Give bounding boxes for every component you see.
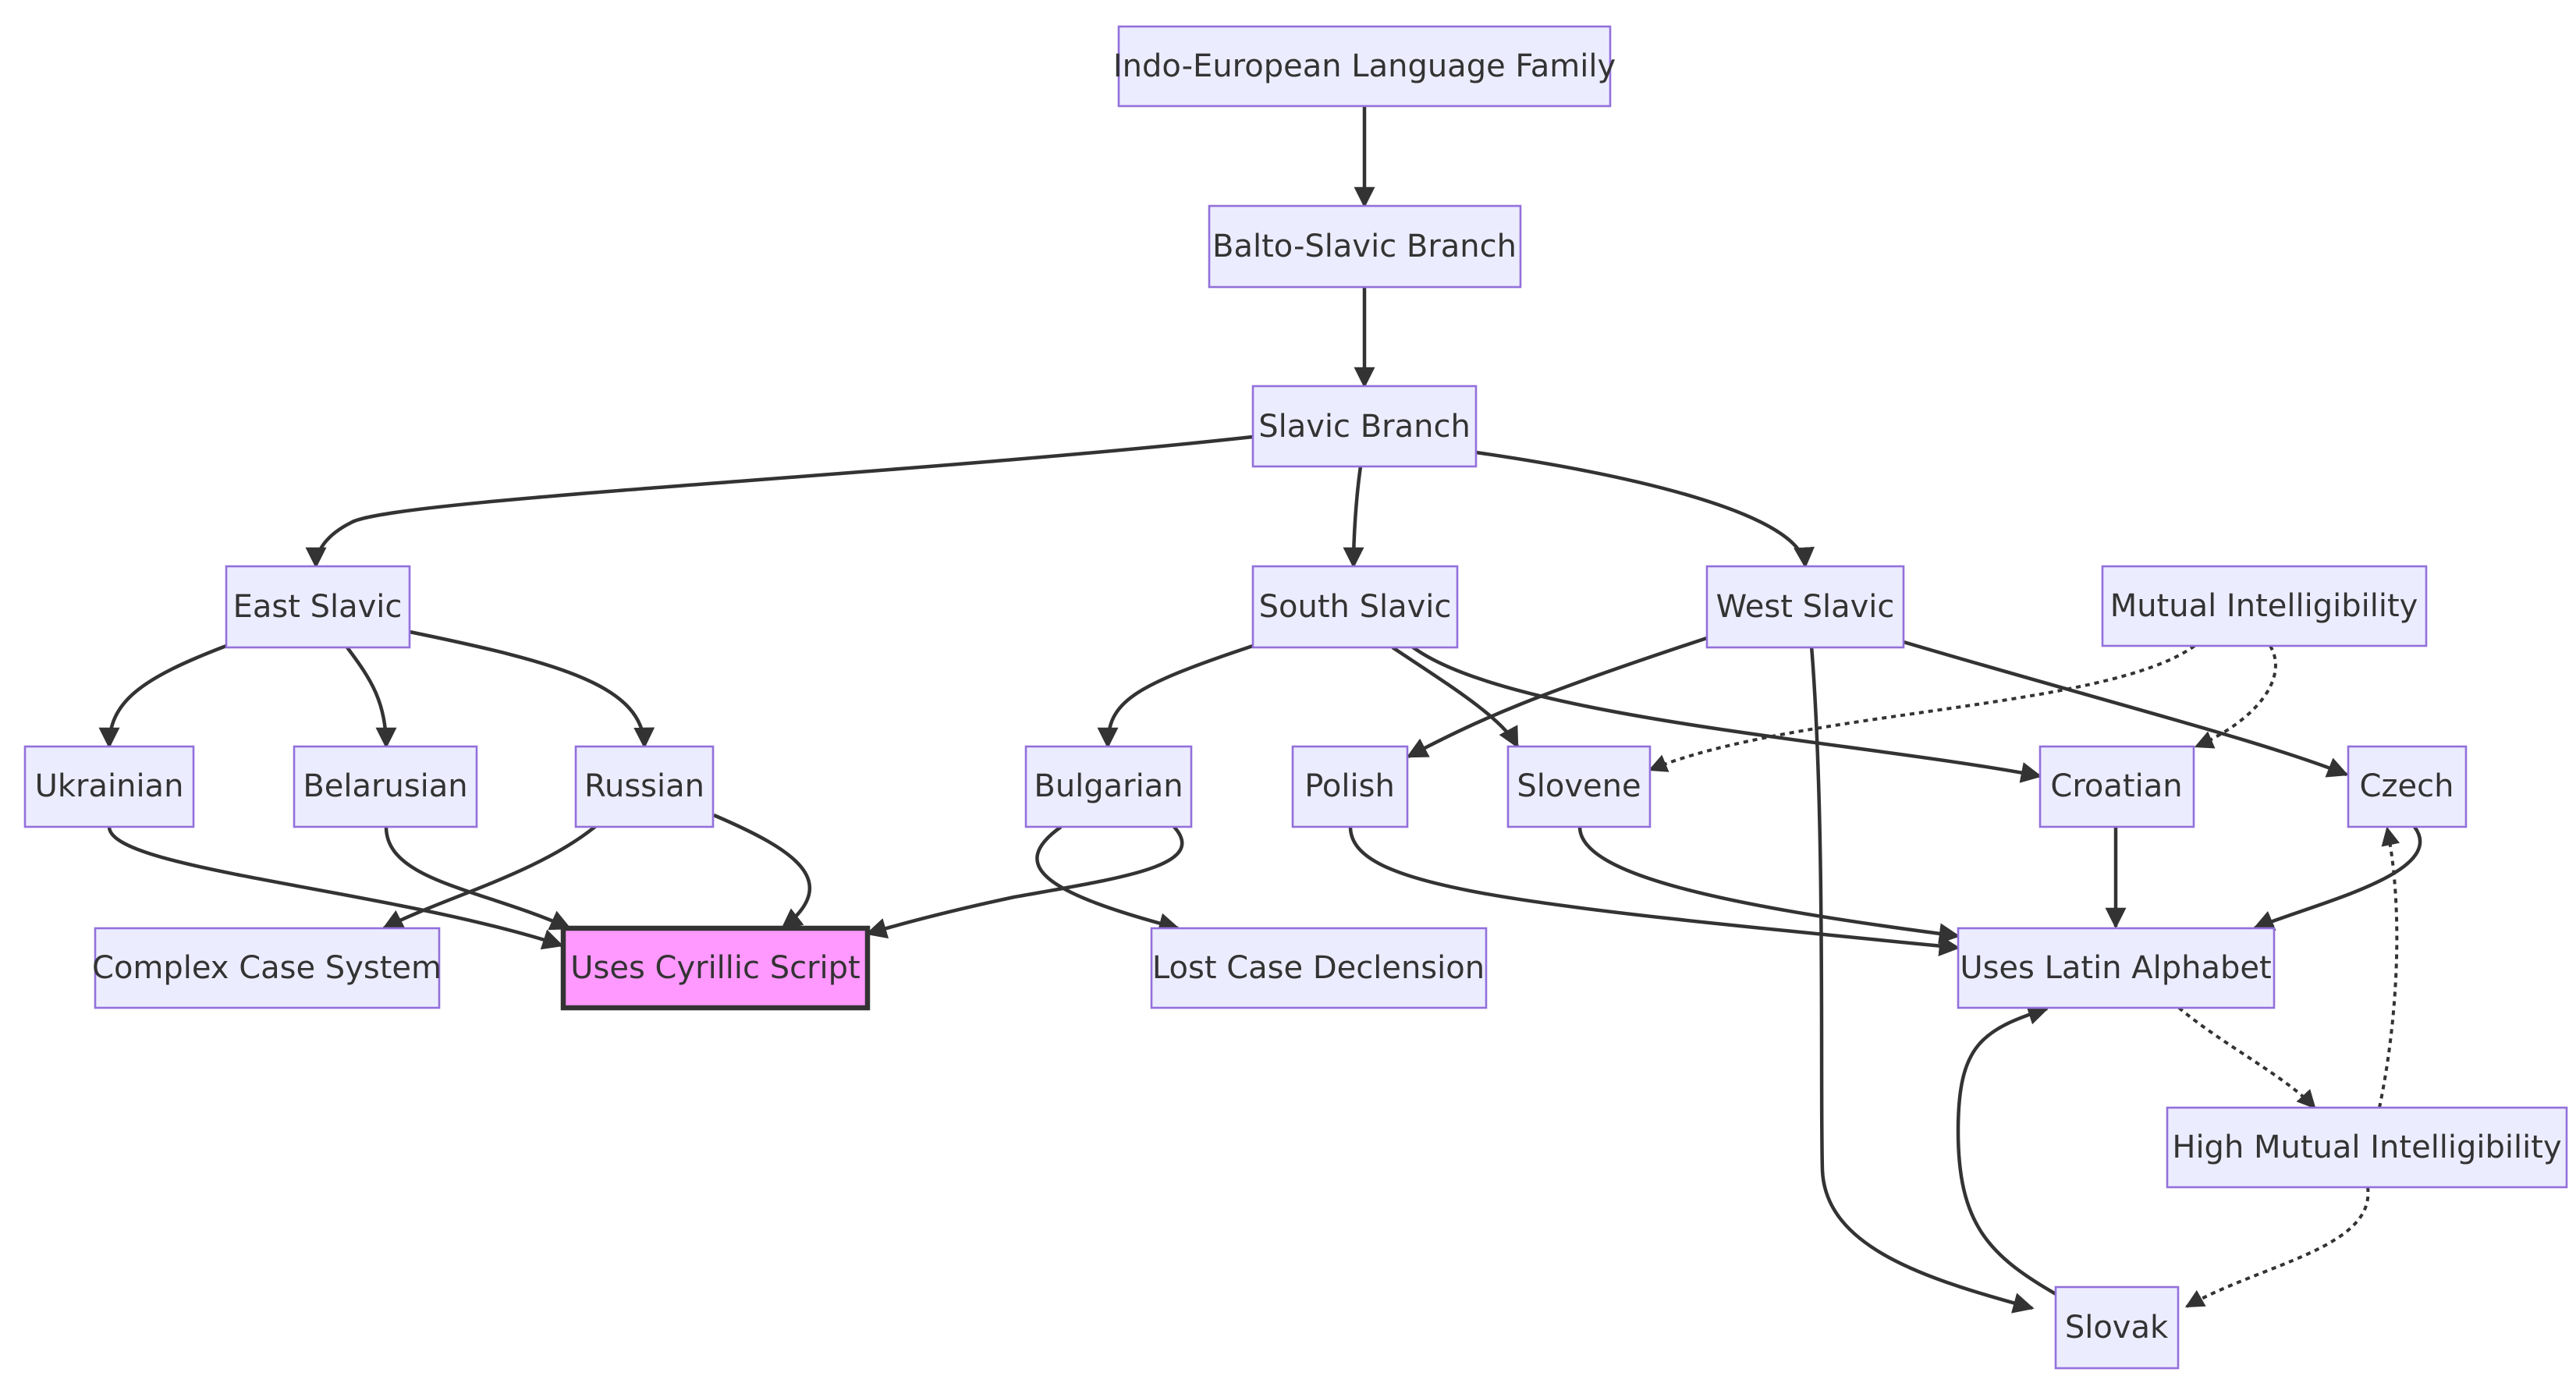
edge-slovene-to-latin	[1577, 826, 1960, 945]
node-mutual-intelligibility[interactable]: Mutual Intelligibility	[2101, 565, 2428, 647]
node-lost-case-declension[interactable]: Lost Case Declension	[1150, 927, 1488, 1009]
edge-bulgarian-to-lost-case	[1035, 825, 1180, 934]
edge-russian-to-cyrillic	[713, 813, 811, 930]
node-polish[interactable]: Polish	[1291, 745, 1409, 828]
node-label: West Slavic	[1716, 589, 1895, 625]
node-label: Uses Cyrillic Script	[570, 950, 860, 986]
edge-high-mutual-to-slovak	[2184, 1186, 2370, 1308]
node-label: Croatian	[2050, 768, 2182, 804]
edge-slovak-to-latin	[1956, 1004, 2059, 1296]
node-label: Russian	[584, 768, 704, 804]
edge-mutual-intelligibility-to-croatian	[2194, 644, 2277, 749]
node-czech[interactable]: Czech	[2347, 745, 2468, 828]
node-indo-european[interactable]: Indo-European Language Family	[1113, 25, 1616, 108]
node-label: Polish	[1304, 768, 1395, 804]
node-slovene[interactable]: Slovene	[1506, 745, 1652, 828]
node-slavic[interactable]: Slavic Branch	[1251, 385, 1478, 468]
node-high-mutual-intelligibility[interactable]: High Mutual Intelligibility	[2166, 1106, 2568, 1189]
node-label: Slovene	[1517, 768, 1641, 804]
node-bulgarian[interactable]: Bulgarian	[1024, 745, 1193, 828]
node-complex-case-system[interactable]: Complex Case System	[92, 927, 442, 1009]
edge-russian-to-complex-case	[381, 824, 598, 931]
node-balto-slavic[interactable]: Balto-Slavic Branch	[1208, 204, 1522, 289]
edge-latin-to-high-mutual	[2177, 1006, 2316, 1109]
edge-west-slavic-to-polish	[1406, 636, 1708, 758]
edge-east-slavic-to-russian	[409, 629, 655, 749]
node-uses-latin-alphabet[interactable]: Uses Latin Alphabet	[1957, 927, 2276, 1009]
node-label: Belarusian	[303, 768, 467, 804]
node-label: Uses Latin Alphabet	[1960, 950, 2271, 986]
node-belarusian[interactable]: Belarusian	[293, 745, 478, 828]
node-label: Indo-European Language Family	[1113, 48, 1616, 84]
edge-east-slavic-to-belarusian	[346, 646, 397, 749]
edge-east-slavic-to-ukrainian	[98, 644, 227, 749]
node-slovak[interactable]: Slovak	[2054, 1285, 2180, 1370]
edge-slavic-to-south-slavic	[1343, 466, 1364, 569]
node-label: Slavic Branch	[1258, 409, 1471, 445]
edge-polish-to-latin	[1348, 826, 1960, 957]
node-south-slavic[interactable]: South Slavic	[1251, 565, 1459, 649]
node-label: Ukrainian	[35, 768, 184, 804]
edge-south-slavic-to-croatian	[1407, 642, 2042, 783]
edge-ukrainian-to-cyrillic	[107, 826, 564, 950]
node-ukrainian[interactable]: Ukrainian	[23, 745, 195, 828]
node-label: Bulgarian	[1034, 768, 1183, 804]
node-label: High Mutual Intelligibility	[2172, 1129, 2561, 1165]
node-label: Complex Case System	[92, 950, 442, 986]
nodes-layer: Indo-European Language Family Balto-Slav…	[23, 25, 2568, 1370]
node-label: Czech	[2360, 768, 2454, 804]
node-label: Balto-Slavic Branch	[1212, 229, 1517, 264]
edge-south-slavic-to-bulgarian	[1097, 644, 1254, 749]
node-uses-cyrillic-script[interactable]: Uses Cyrillic Script	[560, 925, 871, 1011]
edge-slavic-to-east-slavic	[305, 434, 1254, 569]
node-croatian[interactable]: Croatian	[2038, 745, 2195, 828]
edge-west-slavic-to-czech	[1903, 640, 2349, 778]
edge-south-slavic-to-slovene	[1391, 646, 1519, 749]
node-east-slavic[interactable]: East Slavic	[225, 565, 411, 649]
node-west-slavic[interactable]: West Slavic	[1705, 565, 1905, 649]
edge-belarusian-to-cyrillic	[384, 826, 572, 931]
node-russian[interactable]: Russian	[574, 745, 715, 828]
node-label: South Slavic	[1259, 589, 1452, 625]
node-label: Mutual Intelligibility	[2110, 588, 2418, 624]
edge-czech-to-latin	[2252, 825, 2422, 931]
edge-slavic-to-west-slavic	[1475, 450, 1815, 569]
edges-layer	[98, 106, 2422, 1314]
node-label: East Slavic	[233, 589, 403, 625]
node-label: Slovak	[2065, 1310, 2169, 1346]
node-label: Lost Case Declension	[1152, 950, 1485, 986]
edge-west-slavic-to-slovak	[1809, 645, 2035, 1314]
edge-high-mutual-to-czech	[2378, 826, 2400, 1108]
edge-bulgarian-to-cyrillic	[865, 825, 1184, 939]
